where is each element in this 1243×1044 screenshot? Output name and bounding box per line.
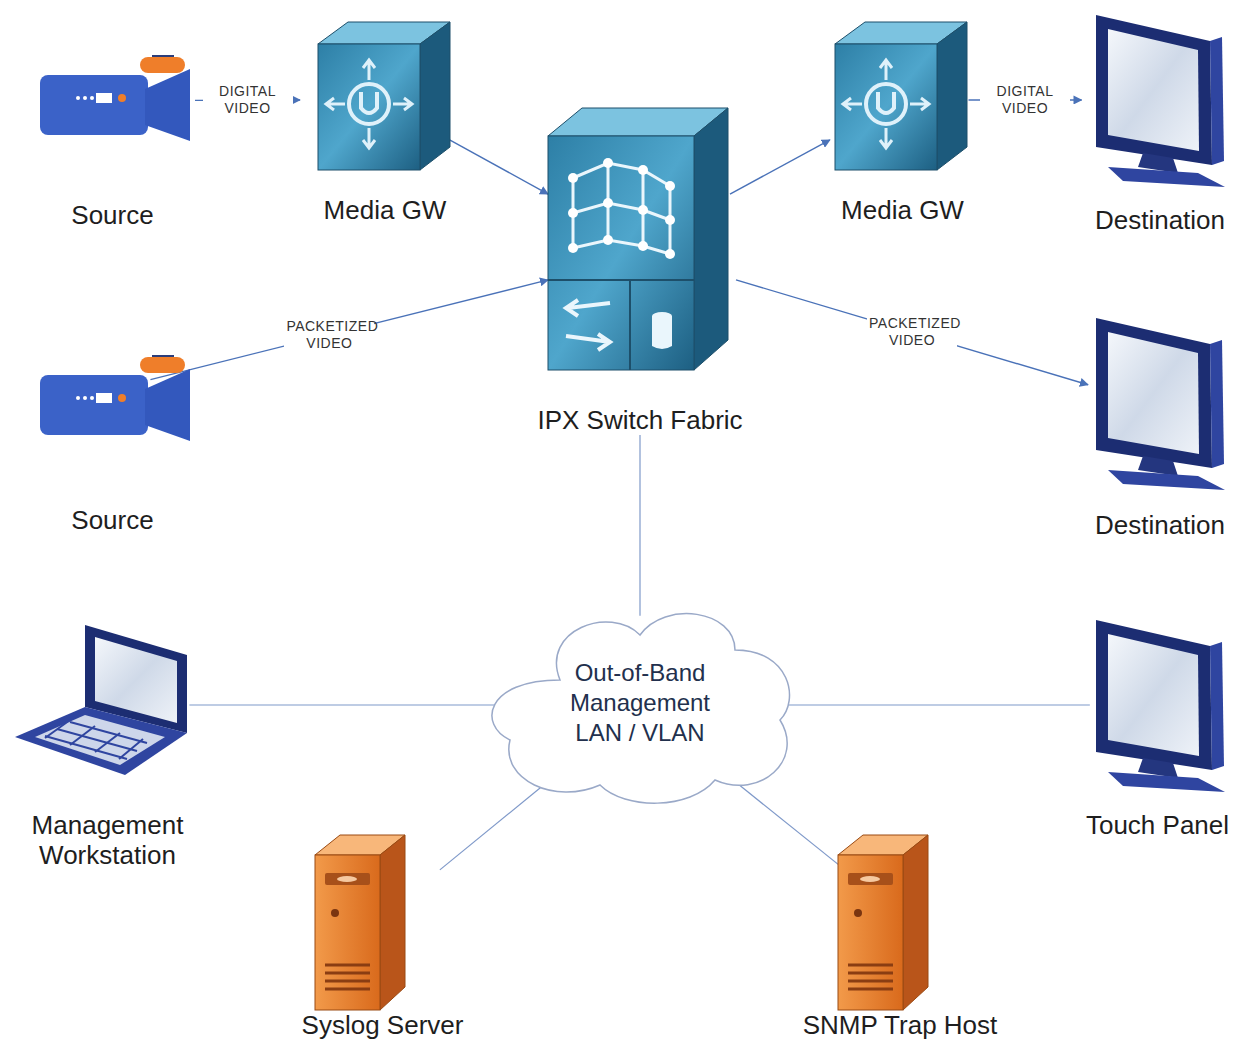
switch-fabric-icon (548, 108, 728, 370)
device-node: IPX Switch Fabric (520, 105, 760, 435)
device-node: SNMP Trap Host (790, 830, 1010, 1040)
device-label: IPX Switch Fabric (520, 405, 760, 435)
connector (450, 140, 548, 194)
connector (730, 140, 830, 194)
device-label: Media GW (820, 195, 985, 225)
device-label: SNMP Trap Host (790, 1010, 1010, 1040)
connector (736, 280, 1088, 385)
device-label: Media GW (300, 195, 470, 225)
device-label: Touch Panel (1075, 810, 1240, 840)
device-label: Destination (1080, 205, 1240, 235)
device-node: Touch Panel (1075, 615, 1240, 840)
device-node: Media GW (820, 20, 985, 225)
connector (150, 280, 548, 380)
device-label: Syslog Server (290, 1010, 475, 1040)
connector (440, 785, 544, 870)
connector (739, 785, 845, 870)
device-node: Destination (1080, 315, 1240, 540)
edge-label: PACKETIZED VIDEO (867, 314, 957, 350)
edge-label: DIGITAL VIDEO (203, 82, 293, 118)
connector (784, 704, 1090, 705)
cloud-label: Out-of-Band Management LAN / VLAN (550, 658, 730, 748)
connector (639, 435, 640, 616)
device-node: Source (30, 50, 195, 230)
device-node: Media GW (300, 20, 470, 225)
device-node: Source (30, 350, 195, 535)
network-cloud: Out-of-Band Management LAN / VLAN (490, 610, 790, 800)
device-label: Source (30, 200, 195, 230)
edge-label: PACKETIZED VIDEO (284, 317, 374, 353)
device-node: Syslog Server (290, 830, 475, 1040)
connector (189, 704, 496, 705)
device-label: Management Workstation (23, 810, 193, 870)
device-label: Destination (1080, 510, 1240, 540)
device-node: Management Workstation (10, 620, 205, 870)
device-node: Destination (1080, 10, 1240, 235)
laptop-icon (15, 625, 187, 775)
cloud-shape (492, 614, 790, 804)
device-label: Source (30, 505, 195, 535)
edge-label: DIGITAL VIDEO (980, 82, 1070, 118)
